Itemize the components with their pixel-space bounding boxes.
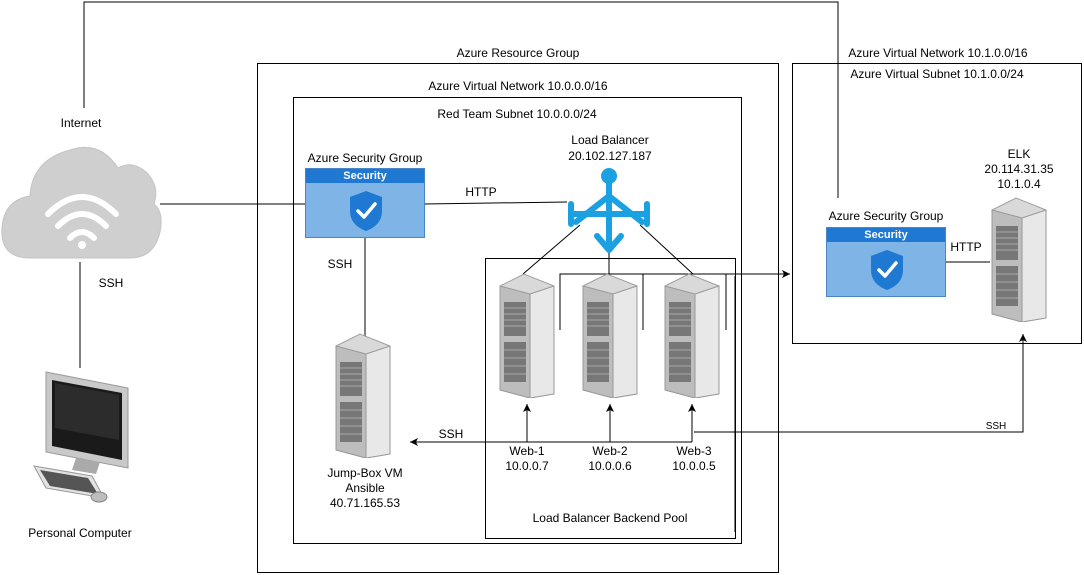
shield-check-icon	[871, 250, 903, 290]
jumpbox-name: Jump-Box VM	[327, 466, 403, 480]
elk-vnet-label: Azure Virtual Network 10.1.0.0/16	[848, 46, 1028, 60]
ssh-internet-label: SSH	[98, 276, 124, 290]
personal-computer-label: Personal Computer	[28, 526, 132, 540]
ssh-to-elk-line	[694, 334, 1027, 433]
load-balancer-ip: 20.102.127.187	[568, 149, 652, 163]
server-rack-icon	[664, 273, 720, 398]
web-server-name: Web-3	[676, 444, 712, 458]
http-lb-label: HTTP	[465, 185, 497, 199]
resource-group-box	[257, 63, 779, 573]
ssh-web-label: SSH	[438, 427, 464, 441]
red-subnet-label: Red Team Subnet 10.0.0.0/24	[437, 107, 597, 121]
backend-pool-label: Load Balancer Backend Pool	[532, 511, 688, 525]
ssh-jumpbox-label: SSH	[327, 257, 353, 271]
web-to-elk-line	[559, 270, 790, 330]
web-server-ip: 10.0.0.5	[672, 459, 716, 473]
jumpbox-role: Ansible	[345, 481, 385, 495]
lb-to-web3-line	[639, 224, 694, 275]
red-vnet-label: Azure Virtual Network 10.0.0.0/16	[428, 79, 608, 93]
desktop-computer-icon	[33, 371, 129, 503]
security-group-red-label: Azure Security Group	[307, 151, 423, 165]
elk-vnet-box	[792, 63, 1082, 344]
http-elk-label: HTTP	[950, 240, 982, 254]
resource-group-label: Azure Resource Group	[456, 46, 580, 60]
shield-check-icon	[350, 191, 382, 231]
web-server-name: Web-1	[509, 444, 545, 458]
security-card-title: Security	[827, 228, 945, 242]
security-card-title: Security	[306, 169, 424, 183]
ssh-elk-label: SSH	[985, 421, 1007, 432]
jumpbox-ip: 40.71.165.53	[329, 496, 401, 510]
security-group-card-elk: Security	[826, 227, 946, 297]
internet-label: Internet	[60, 116, 102, 130]
load-balancer-icon	[568, 168, 650, 253]
security-group-card-red: Security	[305, 168, 425, 238]
web-server-name: Web-2	[592, 444, 628, 458]
cloud-wifi-icon	[1, 146, 162, 259]
server-rack-icon	[991, 197, 1047, 322]
web-server-ip: 10.0.0.7	[505, 459, 549, 473]
web-server-ip: 10.0.0.6	[588, 459, 632, 473]
load-balancer-title: Load Balancer	[571, 133, 649, 147]
lb-to-web1-line	[522, 224, 581, 275]
elk-private-ip: 10.1.0.4	[997, 177, 1041, 191]
server-rack-icon	[499, 273, 555, 398]
security-to-lb-line	[423, 201, 568, 205]
internet-to-elk-line	[83, 1, 839, 198]
elk-subnet-label: Azure Virtual Subnet 10.1.0.0/24	[850, 67, 1024, 81]
elk-public-ip: 20.114.31.35	[984, 162, 1054, 176]
security-group-elk-label: Azure Security Group	[828, 209, 944, 223]
red-vnet-box	[293, 97, 742, 544]
server-rack-icon	[582, 273, 638, 398]
elk-name: ELK	[1007, 147, 1031, 161]
server-rack-icon	[335, 333, 391, 458]
